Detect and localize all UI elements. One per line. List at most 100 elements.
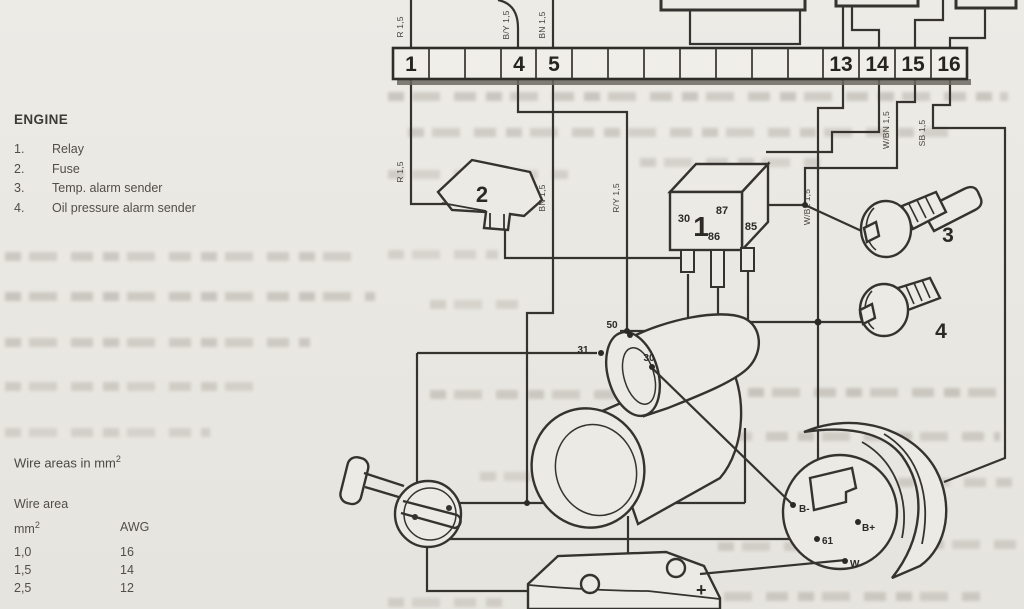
alternator: B- B+ 61 W [781,421,948,580]
switch-terminal [446,505,452,511]
top-connector-boxes [659,0,1018,12]
legend-item-label: Fuse [52,161,80,176]
wire [803,80,917,205]
cell-mm: 1,5 [14,563,32,578]
battery-post-positive [665,557,687,579]
relay-pin [710,249,725,288]
junction-dot [524,500,530,506]
legend-title: ENGINE [14,112,69,127]
relay-pin-30-label: 30 [678,213,690,225]
wire [525,80,555,503]
starter-terminal-31-label: 31 [577,345,589,356]
battery-body [526,550,722,609]
wire-label-below-t15: W/BN 1,5 [881,111,891,149]
wire-label-below-t5: BN 1,5 [537,184,547,211]
col-mm-text: mm [14,522,35,537]
wire [913,0,945,48]
wire [503,230,681,260]
fuse: 2 [436,158,544,232]
terminal-dot [842,558,848,564]
wire-table-subtitle: Wire area [14,497,69,512]
temp-sender: 3 [859,185,983,259]
legend-item-temp-sender: 3. Temp. alarm sender [14,179,334,199]
switch-terminal [412,514,418,520]
terminal-dot [649,364,655,370]
terminal-dot [814,536,820,542]
wire [649,365,794,506]
relay-front-face [668,190,744,252]
terminal-label-4: 4 [513,53,525,76]
alternator-b-plus-label: B+ [862,523,875,534]
terminal-strip: 1 4 5 13 14 15 16 [391,46,971,85]
junction-dot [814,318,822,326]
key-loop [339,455,370,506]
battery-plus-label: + [696,580,707,600]
sender-flange [859,199,913,259]
wire [516,80,629,331]
wire [497,0,520,48]
wire-label-below-t1: R 1,5 [395,161,405,182]
wire-label-above-t1: R 1,5 [395,16,405,37]
legend-item-label: Temp. alarm sender [52,181,163,195]
wire-labels: R 1,5 B/Y 1,5 BN 1,5 R 1,5 BN 1,5 R/Y 1,… [395,10,927,225]
wire [699,558,847,576]
wire [931,80,1007,484]
key-shaft [363,471,405,500]
starter-front-inner [554,423,638,517]
relay-number: 1 [693,211,709,242]
col-mm-sup: 2 [34,520,40,531]
wire-table-row: 2,5 12 [14,579,149,597]
alternator-w-label: W [850,559,860,570]
relay-pin [740,247,755,272]
starter-motor: 50 31 30 [530,313,761,529]
wire [688,10,802,46]
cell-awg: 14 [120,563,134,578]
alternator-61-label: 61 [822,536,834,547]
wire [948,8,987,48]
terminal-cell-dividers [428,48,932,79]
connector-box [834,0,920,8]
terminal-label-15: 15 [901,53,925,76]
fuse-detail [441,202,505,230]
relay-pin-86-label: 86 [708,231,720,243]
legend-item-fuse: 2. Fuse [14,160,334,180]
starter-front [530,407,646,529]
battery-post-negative [579,573,601,595]
sender-contact [862,220,881,244]
wire-table-row: 1,0 16 [14,543,149,561]
sender-contact [858,302,877,326]
terminal-dot [855,519,861,525]
legend-item-number: 3. [14,181,25,195]
wire-table-col-mm: mm2 [14,520,120,536]
legend-item-number: 2. [14,161,25,176]
wires-front [649,365,847,576]
legend-item-number: 4. [14,200,25,215]
wire-table-col-awg: AWG [120,520,150,535]
junction-dot [802,202,808,208]
alternator-rib [883,433,926,545]
relay-pin [680,249,695,273]
cell-mm: 1,0 [14,545,32,560]
starter-terminal-30-label: 30 [643,353,655,364]
starter-cap-inner [621,347,657,405]
wire-label-above-t4: B/Y 1,5 [501,10,511,39]
alternator-notch [808,466,858,512]
cell-mm: 2,5 [14,581,32,596]
alternator-shell [803,421,948,580]
starter-cap [605,330,661,418]
relay: 1 30 87 86 85 [667,160,771,288]
starter-solenoid [628,313,761,418]
cell-awg: 16 [120,545,134,560]
connector-box [659,0,807,12]
engine-legend: ENGINE 1. Relay 2. Fuse 3. Temp. alarm s… [14,112,334,218]
wire-label-above-t5: BN 1,5 [537,11,547,38]
terminal-dot [790,502,796,508]
switch-face [393,479,463,549]
starter-terminal-50-label: 50 [606,320,618,331]
key-slot [400,499,462,530]
fuse-body [436,158,544,232]
wire-area-table: Wire areas in mm2 Wire area mm2 AWG 1,0 … [14,454,149,597]
relay-pin-87-label: 87 [716,205,728,217]
cell-awg: 12 [120,581,134,596]
wire-label-below-t4: R/Y 1,5 [611,183,621,213]
